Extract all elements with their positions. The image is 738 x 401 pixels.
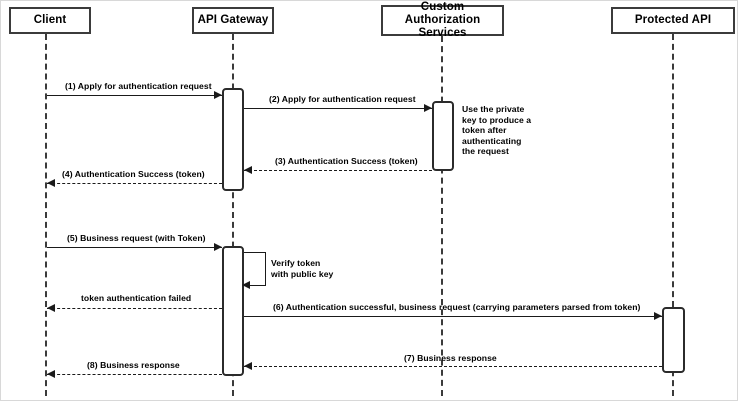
message-label-7: (7) Business response [404,353,497,363]
message-label-3: (3) Authentication Success (token) [275,156,418,166]
message-label-8: (8) Business response [87,360,180,370]
message-line-3 [244,170,432,171]
actor-box-authservice[interactable]: Custom Authorization Services [381,1,504,39]
lifeline-client [45,34,47,396]
self-message-arrow-verify-token [242,281,250,289]
actor-box-gateway[interactable]: API Gateway [192,7,274,34]
lifeline-authservice [441,36,443,396]
message-line-2 [244,108,432,109]
message-label-1: (1) Apply for authentication request [65,81,212,91]
message-label-failed: token authentication failed [81,293,192,303]
actor-label-protected: Protected API [634,14,712,26]
arrow-head-7 [244,362,252,370]
arrow-head-4 [47,179,55,187]
activation-bar-gw-auth [222,88,244,191]
self-message-loop-verify-token [244,252,266,286]
message-line-4 [47,183,222,184]
actor-label-client: Client [33,14,67,26]
message-line-7 [244,366,662,367]
message-line-8 [47,374,222,375]
message-label-4: (4) Authentication Success (token) [62,169,205,179]
message-line-1 [47,95,222,96]
message-line-5 [47,247,222,248]
actor-label-authservice: Custom Authorization Services [404,1,481,39]
arrow-head-8 [47,370,55,378]
arrow-head-3 [244,166,252,174]
actor-box-client[interactable]: Client [9,7,91,34]
message-label-5: (5) Business request (with Token) [67,233,206,243]
message-line-6 [244,316,662,317]
arrow-head-5 [214,243,222,251]
actor-label-gateway: API Gateway [197,14,269,26]
activation-bar-gw-biz [222,246,244,376]
actor-box-protected[interactable]: Protected API [611,7,735,34]
arrow-head-2 [424,104,432,112]
arrow-head-1 [214,91,222,99]
message-line-failed [47,308,222,309]
note-private-key-note: Use the private key to produce a token a… [462,104,532,157]
lifeline-gateway [232,34,234,396]
self-message-label-verify-token: Verify token with public key [271,258,334,279]
message-label-2: (2) Apply for authentication request [269,94,416,104]
activation-bar-prot-biz [662,307,685,373]
message-label-6: (6) Authentication successful, business … [273,302,641,312]
arrow-head-failed [47,304,55,312]
activation-bar-auth-proc [432,101,454,171]
lifeline-protected [672,34,674,396]
arrow-head-6 [654,312,662,320]
